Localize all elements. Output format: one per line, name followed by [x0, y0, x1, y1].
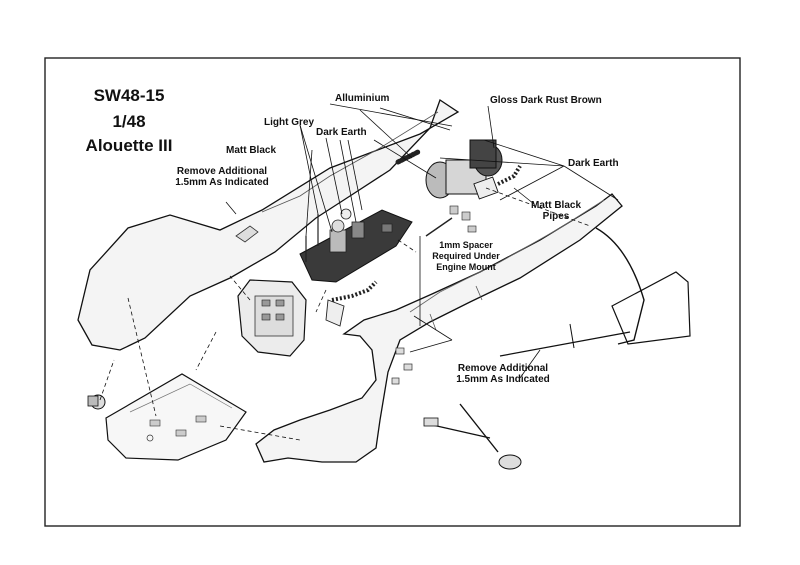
spacer-line2: Required Under	[432, 251, 500, 261]
exhaust-pipe-2	[497, 164, 522, 186]
leader-lines	[225, 103, 619, 379]
matt-black-pipes-line1: Matt Black	[530, 200, 581, 211]
main-gear-strut	[423, 403, 522, 470]
label-remove-additional-left: Remove Additional 1.5mm As Indicated	[168, 166, 276, 188]
label-gloss-dark-rust-brown: Gloss Dark Rust Brown	[490, 95, 602, 106]
assembly-guide-lines	[99, 187, 591, 441]
kit-name: Alouette III	[85, 136, 173, 155]
label-matt-black: Matt Black	[226, 145, 277, 156]
spacer-line1: 1mm Spacer	[439, 240, 493, 250]
right-fuselage-half	[255, 193, 623, 463]
label-spacer-note: 1mm Spacer Required Under Engine Mount	[424, 240, 508, 273]
page-border	[44, 57, 741, 527]
matt-black-pipes-line2: Pipes	[542, 211, 570, 222]
label-remove-additional-right: Remove Additional 1.5mm As Indicated	[448, 363, 558, 385]
remove-left-line1: Remove Additional	[176, 166, 268, 177]
remove-right-line2: 1.5mm As Indicated	[456, 374, 550, 385]
turbine-engine	[395, 139, 503, 199]
spacer-line3: Engine Mount	[436, 262, 496, 272]
label-matt-black-pipes: Matt Black Pipes	[520, 200, 592, 222]
cockpit-floor	[105, 373, 247, 461]
label-dark-earth-right: Dark Earth	[568, 158, 619, 169]
kit-code: SW48-15	[93, 86, 165, 105]
kit-scale: 1/48	[112, 112, 146, 131]
label-dark-earth-top: Dark Earth	[316, 127, 367, 138]
label-aluminium: Alluminium	[335, 93, 390, 104]
remove-right-line1: Remove Additional	[457, 363, 549, 374]
left-fuselage-half	[77, 98, 460, 351]
remove-left-line2: 1.5mm As Indicated	[175, 177, 269, 188]
label-light-grey: Light Grey	[264, 117, 315, 128]
skid-cross-tube	[595, 227, 645, 345]
exhaust-pipe	[331, 280, 378, 302]
